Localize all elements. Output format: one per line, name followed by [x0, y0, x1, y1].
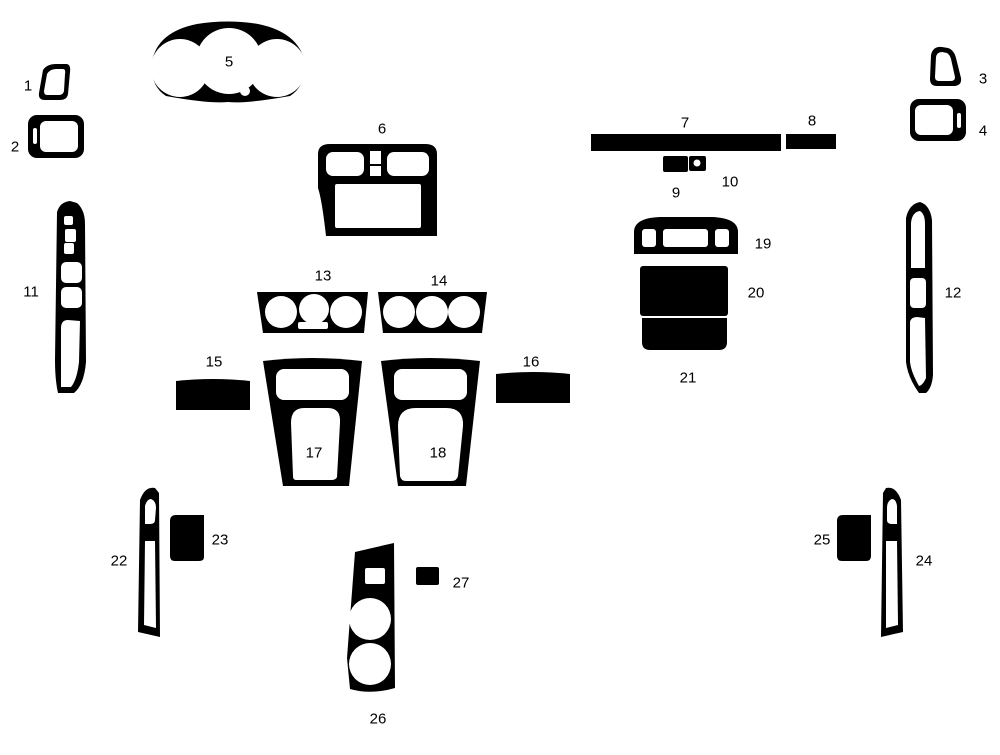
part-24-shape	[881, 487, 903, 637]
part-19-shape	[634, 217, 738, 254]
part-label-20: 20	[747, 284, 765, 302]
part-5-shape	[146, 21, 309, 103]
part-label-6: 6	[377, 120, 387, 138]
part-label-10: 10	[721, 173, 739, 191]
part-label-16: 16	[522, 353, 540, 371]
part-22-shape	[138, 487, 160, 637]
part-25-shape	[837, 515, 871, 561]
part-label-8: 8	[807, 112, 817, 130]
part-21-shape	[642, 318, 727, 350]
part-label-17: 17	[305, 444, 323, 462]
part-label-2: 2	[10, 138, 20, 156]
part-27-shape	[416, 567, 439, 585]
part-20-shape	[640, 266, 728, 316]
part-label-3: 3	[978, 70, 988, 88]
part-7-shape	[591, 134, 781, 151]
part-label-22: 22	[110, 552, 128, 570]
part-1-shape	[38, 64, 71, 100]
part-label-14: 14	[430, 272, 448, 290]
part-23-shape	[170, 515, 204, 561]
part-12-shape	[906, 202, 933, 393]
part-label-12: 12	[944, 284, 962, 302]
part-label-15: 15	[205, 353, 223, 371]
part-label-21: 21	[679, 369, 697, 387]
part-2-shape	[28, 115, 84, 158]
part-label-13: 13	[314, 267, 332, 285]
part-4-shape	[910, 99, 966, 141]
part-label-24: 24	[915, 552, 933, 570]
part-14-shape	[378, 292, 487, 333]
part-label-9: 9	[671, 184, 681, 202]
part-label-5: 5	[224, 53, 234, 71]
part-3-shape	[930, 46, 962, 86]
part-label-27: 27	[452, 574, 470, 592]
part-label-18: 18	[429, 444, 447, 462]
part-label-25: 25	[813, 531, 831, 549]
part-label-4: 4	[978, 122, 988, 140]
part-11-shape	[55, 201, 86, 393]
part-15-shape	[176, 379, 250, 410]
part-8-shape	[786, 134, 836, 149]
part-17-shape	[263, 358, 362, 486]
part-label-11: 11	[23, 283, 39, 301]
part-10-shape	[689, 156, 706, 171]
part-13-shape	[257, 292, 368, 333]
part-6-shape	[318, 144, 437, 236]
part-label-7: 7	[680, 114, 690, 132]
part-label-26: 26	[369, 710, 387, 728]
part-26-shape	[347, 543, 395, 692]
part-9-shape	[663, 156, 688, 172]
part-18-shape	[381, 358, 480, 486]
part-16-shape	[496, 372, 570, 403]
part-label-23: 23	[211, 531, 229, 549]
part-label-19: 19	[754, 235, 772, 253]
part-label-1: 1	[23, 77, 33, 95]
